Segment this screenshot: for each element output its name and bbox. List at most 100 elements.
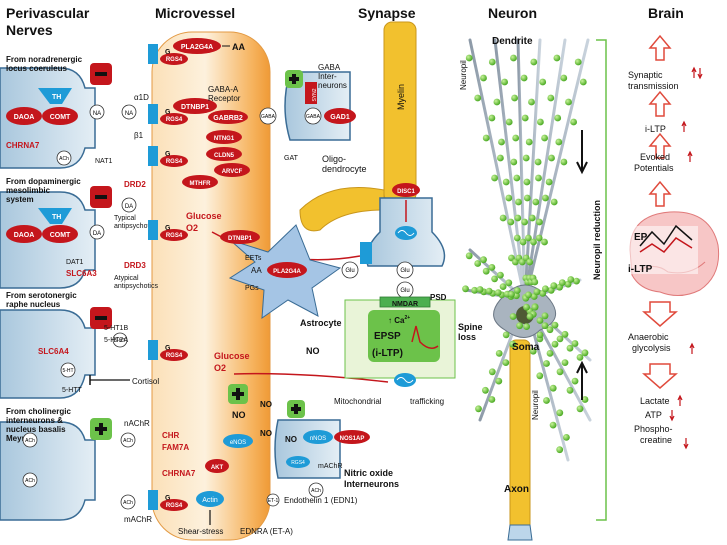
dendritic-spine [550, 198, 558, 206]
soma-label: Soma [512, 342, 540, 353]
svg-text:CLDN5: CLDN5 [214, 153, 235, 159]
dendritic-spine [541, 238, 548, 246]
chrna7-label-1: CHRNA7 [6, 141, 40, 150]
dendritic-spine [501, 78, 508, 86]
dendritic-spine [482, 267, 490, 275]
svg-text:G: G [165, 109, 171, 116]
dendritic-spine [531, 278, 539, 286]
eets-label: EETs [245, 255, 262, 262]
dendritic-spine [509, 313, 517, 320]
atp-label: ATP [645, 410, 662, 420]
na-molecule-1: NA [89, 104, 105, 120]
svg-text:nNOS: nNOS [310, 436, 326, 442]
dendritic-spine [502, 359, 510, 366]
dendritic-spine [576, 354, 584, 361]
dendritic-spine [549, 384, 557, 392]
dendritic-spine [549, 421, 557, 429]
comt-gene-2: COMT [42, 225, 78, 243]
dendritic-spine [536, 372, 544, 380]
dendritic-spine [480, 256, 487, 264]
arvcf-gene: ARVCF [214, 163, 250, 177]
up-arrow-glyc [689, 342, 695, 354]
dendritic-spine [495, 377, 503, 385]
o2-label-2: O2 [214, 363, 226, 373]
dendritic-spine [502, 178, 510, 186]
oligodendrocyte-label: Oligo-dendrocyte [322, 154, 367, 174]
dendritic-spine [494, 289, 502, 296]
dendritic-spine [530, 58, 538, 66]
dendritic-spine [488, 58, 496, 66]
no-label-vessel: NO [232, 410, 246, 420]
header-synapse: Synapse [358, 5, 416, 21]
dendritic-spine [523, 194, 531, 202]
gaba-molecule-1: GABA [259, 107, 277, 125]
dendritic-spine [474, 260, 482, 267]
dendritic-spine [495, 350, 503, 357]
dendritic-spine [550, 282, 558, 290]
dendritic-spine [513, 174, 521, 182]
dendritic-spine [571, 340, 579, 347]
svg-text:COMT: COMT [50, 114, 71, 121]
dendritic-spine [508, 290, 515, 298]
dendritic-spine [536, 331, 544, 339]
mito-label: Mitochondrial [334, 397, 382, 406]
slc6a3-label: SLC6A3 [66, 269, 97, 278]
dendritic-spine [551, 340, 559, 348]
svg-text:ACh: ACh [25, 478, 35, 484]
dendritic-spine [536, 317, 544, 324]
o2-label-1: O2 [186, 223, 198, 233]
axon-terminal [507, 524, 533, 541]
th-enzyme-2: TH [38, 208, 72, 224]
dendritic-spine [581, 349, 589, 357]
dendritic-spine [543, 397, 550, 404]
up-arrow-2 [648, 90, 672, 117]
machr-label-2: mAChR [318, 463, 343, 470]
dendritic-spine [548, 154, 555, 162]
neuropil-bracket [596, 39, 607, 521]
dendritic-spine [499, 214, 507, 222]
dendritic-spine [556, 409, 564, 417]
dendritic-spine [570, 118, 577, 126]
mitochondrion-1 [395, 226, 417, 240]
dendritic-spine [528, 214, 536, 222]
svg-text:NA: NA [93, 111, 101, 117]
dendritic-spine [528, 98, 535, 106]
da-molecule-2: DA [121, 197, 137, 213]
dendritic-spine [546, 326, 554, 334]
svg-text:DAOA: DAOA [14, 232, 35, 239]
grm3-transporter [360, 242, 372, 264]
drd3-label: DRD3 [124, 261, 146, 270]
trafficking-label: trafficking [410, 397, 444, 406]
dendritic-spine [465, 54, 473, 62]
nnos-protein: nNOS [303, 430, 333, 444]
svg-text:Glu: Glu [400, 288, 409, 294]
comt-gene-1: COMT [42, 107, 78, 125]
actin-protein: Actin [196, 491, 224, 507]
up-arrow-1 [648, 34, 672, 61]
svg-text:RGS4: RGS4 [166, 117, 183, 123]
mitochondrion-2 [394, 373, 416, 387]
dendritic-spine [502, 331, 510, 339]
dendritic-spine [556, 335, 564, 343]
oligodendrocyte [299, 187, 385, 232]
plus-badge-no [228, 384, 248, 404]
svg-text:AKT: AKT [211, 465, 224, 471]
dendritic-spine [525, 138, 533, 146]
no-label-interneuron: NO [285, 435, 297, 444]
dendritic-spine [545, 178, 553, 186]
gaba-molecule-2: GABA [304, 107, 322, 125]
dendritic-spine [510, 158, 518, 166]
dendritic-spine [565, 98, 572, 106]
svg-text:ACh: ACh [123, 500, 133, 506]
svg-text:DTNBP1: DTNBP1 [181, 104, 209, 111]
daoa-gene-2: DAOA [6, 225, 42, 243]
svg-text:ACh: ACh [25, 438, 35, 444]
dendritic-spine [491, 174, 498, 182]
ach-molecule-4: ACh [120, 432, 136, 448]
svg-text:DA: DA [125, 204, 133, 210]
